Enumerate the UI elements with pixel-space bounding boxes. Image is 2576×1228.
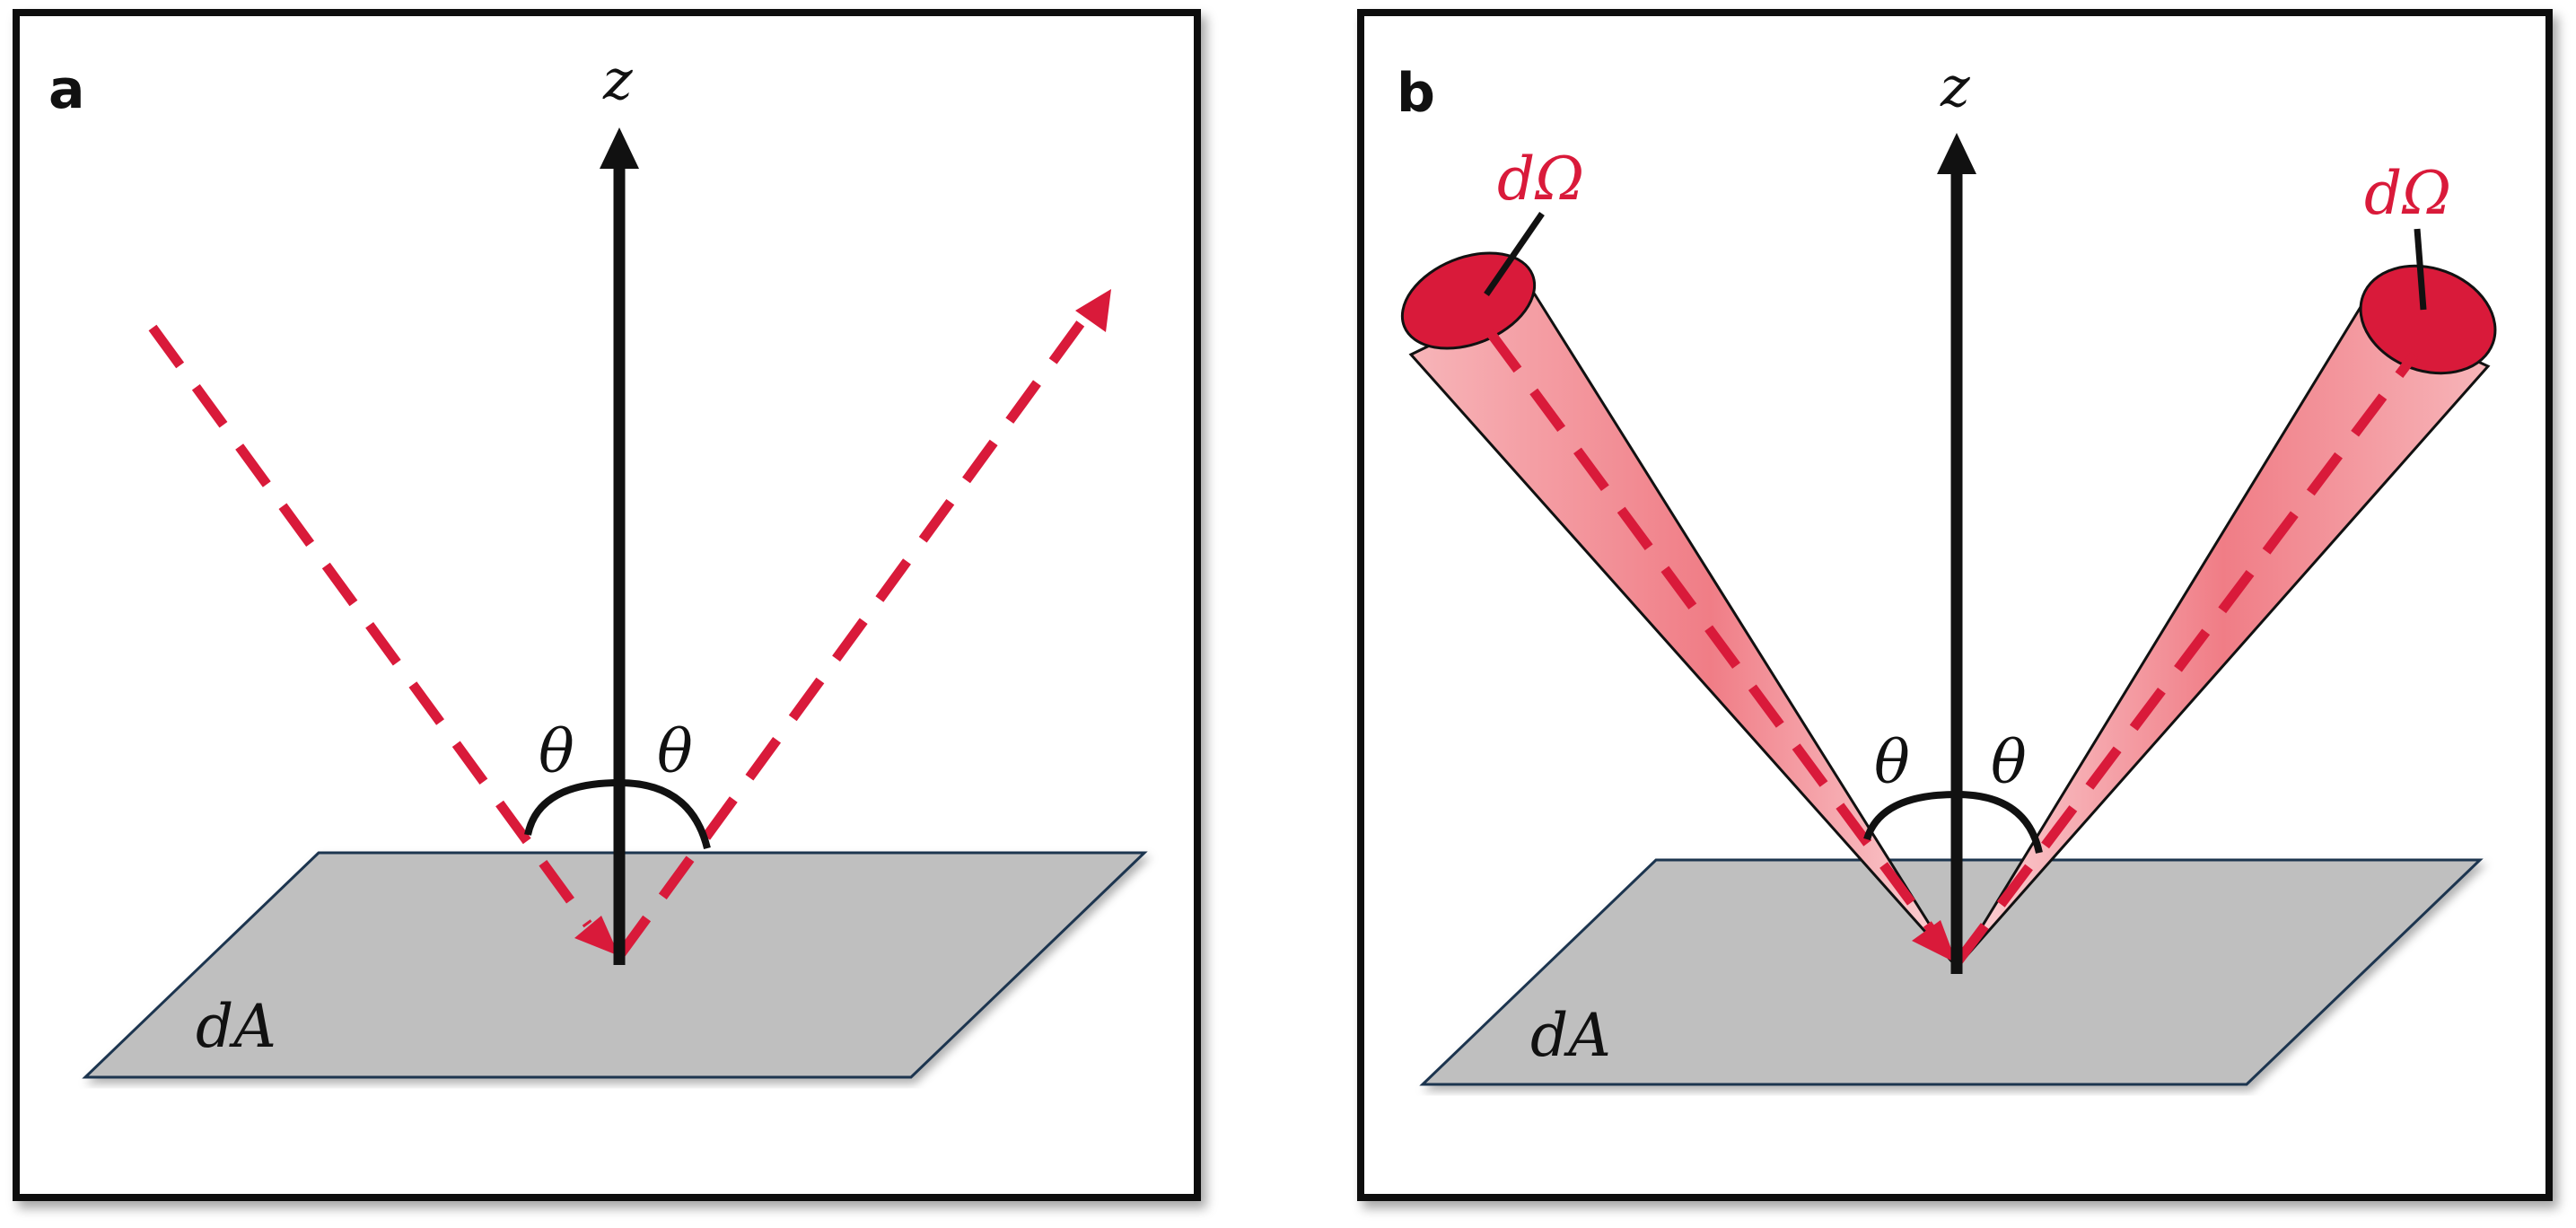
surface-label-a: dA (196, 992, 276, 1061)
angle-arc-right-b (1956, 791, 2043, 854)
theta-right-b: θ (1991, 728, 2027, 797)
panel-b-label: b (1397, 62, 1435, 125)
panel-b: b dA dΩ dΩ θ θ z (1357, 9, 2553, 1201)
surface-label-b: dA (1530, 1001, 1611, 1070)
solid-angle-label-right: dΩ (2364, 159, 2451, 228)
theta-left-b: θ (1874, 728, 1910, 797)
angle-arc-right-a (618, 779, 711, 849)
incident-arrowhead-a (574, 916, 619, 956)
solid-angle-label-left: dΩ (1497, 145, 1584, 214)
panel-a-label: a (48, 58, 85, 121)
reflected-arrowhead-a (1075, 289, 1111, 332)
theta-right-a: θ (657, 717, 693, 786)
incident-arrowhead-b (1912, 920, 1957, 963)
angle-arc-left-b (1863, 791, 1958, 841)
incident-ray-b (1485, 329, 1939, 937)
disc-pointer-right (2414, 228, 2427, 311)
angle-arc-left-a (524, 779, 620, 836)
z-axis-arrowhead-a (600, 127, 639, 169)
panel-a: a dA θ θ z (13, 9, 1201, 1201)
disc-pointer-left (1484, 212, 1545, 296)
reflected-ray-b (1952, 351, 2419, 967)
reflected-ray-a (615, 306, 1095, 960)
z-axis-label-a: z (602, 47, 633, 112)
incident-ray-a (148, 324, 592, 928)
z-axis-label-b: z (1940, 54, 1970, 119)
z-axis-arrowhead-b (1937, 133, 1976, 174)
theta-left-a: θ (539, 717, 574, 786)
